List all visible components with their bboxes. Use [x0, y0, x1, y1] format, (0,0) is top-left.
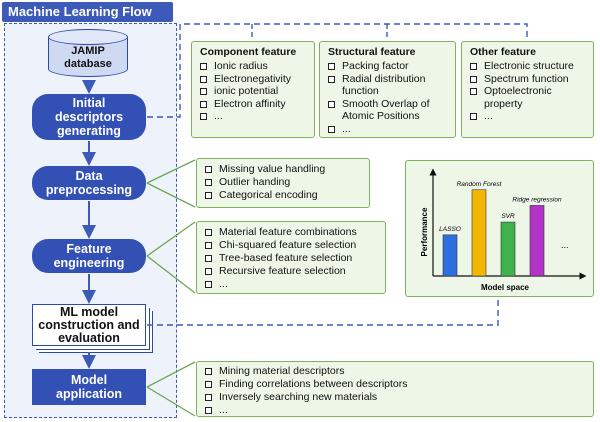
- step-engineering-line1: Feature: [66, 242, 112, 256]
- step-preprocessing-line1: Data: [75, 169, 103, 183]
- step-feature-engineering: Feature engineering: [32, 239, 146, 273]
- application-box: Mining material descriptors Finding corr…: [196, 361, 594, 417]
- list-item: Optoelectronic property: [470, 85, 593, 110]
- checkbox-icon: [205, 255, 212, 262]
- checkbox-icon: [205, 394, 212, 401]
- list-item: Finding correlations between descriptors: [205, 378, 593, 391]
- list-item: Recursive feature selection: [205, 265, 385, 278]
- checkbox-icon: [200, 88, 207, 95]
- list-item: Radial distribution function: [328, 73, 455, 98]
- list-item: Outlier handing: [205, 176, 369, 189]
- bar-svr: [500, 221, 516, 277]
- bar-ridge-regression: [529, 205, 545, 277]
- checkbox-icon: [205, 381, 212, 388]
- checkbox-icon: [200, 100, 207, 108]
- ml-connector: [147, 298, 499, 326]
- checkbox-icon: [205, 407, 212, 414]
- page-title: Machine Learning Flow: [2, 2, 173, 22]
- structural-feature-box: Structural feature Packing factor Radial…: [319, 41, 456, 138]
- list-item: Electronic structure: [470, 60, 593, 73]
- list-item: Mining material descriptors: [205, 365, 593, 378]
- step-initial-line1: Initial: [72, 96, 106, 110]
- step-model-application: Model application: [32, 369, 146, 405]
- checkbox-icon: [205, 268, 212, 275]
- step-application-line2: application: [56, 387, 122, 401]
- checkbox-icon: [470, 75, 477, 83]
- step-ml-line1: ML model: [59, 304, 119, 319]
- chart-more-label: ...: [561, 240, 569, 250]
- performance-chart: Performance Model space LASSO Random Fore…: [420, 168, 587, 292]
- database-top: [48, 29, 128, 45]
- database-label: JAMIP database: [48, 45, 128, 71]
- bar-random-forest: [471, 189, 487, 277]
- list-item: Inversely searching new materials: [205, 391, 593, 404]
- list-item: Spectrum function: [470, 73, 593, 86]
- checkbox-icon: [200, 63, 207, 70]
- bar-label: SVR: [501, 213, 515, 220]
- list-item: ionic potential: [200, 85, 314, 98]
- checkbox-icon: [205, 166, 212, 173]
- bar-label: Ridge regression: [512, 196, 562, 203]
- flow-panel: [4, 23, 177, 418]
- list-item: Smooth Overlap of Atomic Positions: [328, 98, 455, 123]
- list-item: Chi-squared feature selection: [205, 239, 385, 252]
- checkbox-icon: [205, 192, 212, 199]
- step-preprocessing-line2: preprocessing: [45, 183, 133, 197]
- checkbox-icon: [205, 242, 212, 249]
- list-item: ...: [200, 110, 314, 123]
- other-feature-box: Other feature Electronic structure Spect…: [461, 41, 594, 138]
- checkbox-icon: [470, 113, 477, 120]
- step-engineering-line2: engineering: [53, 256, 125, 270]
- component-feature-box: Component feature Ionic radius Electrone…: [191, 41, 315, 138]
- checkbox-icon: [200, 113, 207, 120]
- list-item: Electronegativity: [200, 73, 314, 86]
- component-feature-heading: Component feature: [200, 46, 297, 58]
- performance-chart-box: [405, 160, 594, 297]
- list-item: Ionic radius: [200, 60, 314, 73]
- checkbox-icon: [328, 100, 335, 108]
- list-item: ...: [470, 110, 593, 123]
- step-initial-line2: descriptors: [54, 110, 124, 124]
- list-item: Missing value handling: [205, 163, 369, 176]
- list-item: Categorical encoding: [205, 189, 369, 202]
- checkbox-icon: [205, 281, 212, 288]
- x-axis-label: Model space: [481, 283, 530, 292]
- list-item: ...: [205, 278, 385, 291]
- checkbox-icon: [328, 63, 335, 70]
- step-initial-line3: generating: [57, 124, 121, 138]
- checkbox-icon: [200, 75, 207, 83]
- step-data-preprocessing: Data preprocessing: [32, 166, 146, 200]
- bar-lasso: [442, 234, 458, 277]
- list-item: ...: [328, 123, 455, 136]
- y-axis-label: Performance: [420, 207, 429, 256]
- checkbox-icon: [205, 229, 212, 236]
- list-item: Packing factor: [328, 60, 455, 73]
- step-ml-line3: evaluation: [58, 330, 120, 345]
- checkbox-icon: [328, 125, 335, 133]
- list-item: Tree-based feature selection: [205, 252, 385, 265]
- list-item: ...: [205, 404, 593, 417]
- list-item: Material feature combinations: [205, 226, 385, 239]
- database-name: JAMIP: [71, 45, 105, 57]
- engineering-box: Material feature combinations Chi-square…: [196, 221, 386, 294]
- step-application-line1: Model: [70, 373, 108, 387]
- checkbox-icon: [470, 63, 477, 70]
- checkbox-icon: [328, 75, 335, 83]
- step-ml-model: ML model construction and evaluation: [32, 304, 146, 346]
- step-ml-line2: construction and: [38, 317, 140, 332]
- database-cylinder: JAMIP database: [48, 29, 128, 79]
- database-word: database: [64, 58, 112, 70]
- other-feature-heading: Other feature: [470, 46, 536, 58]
- preprocessing-box: Missing value handling Outlier handing C…: [196, 158, 370, 208]
- structural-feature-heading: Structural feature: [328, 46, 416, 58]
- checkbox-icon: [205, 179, 212, 186]
- list-item: Electron affinity: [200, 98, 314, 111]
- checkbox-icon: [470, 88, 477, 95]
- bar-label: Random Forest: [457, 181, 503, 188]
- step-initial-descriptors: Initial descriptors generating: [32, 94, 146, 140]
- checkbox-icon: [205, 368, 212, 375]
- bar-label: LASSO: [439, 226, 461, 233]
